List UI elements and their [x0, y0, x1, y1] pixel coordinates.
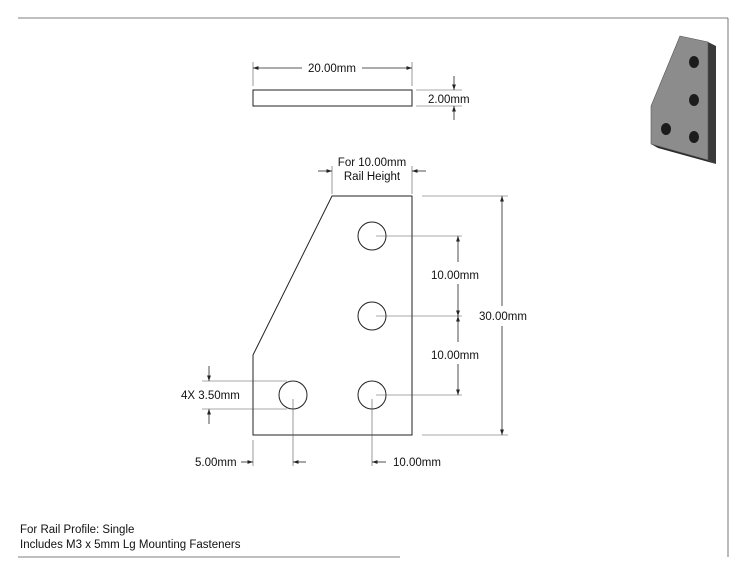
fasteners-note: Includes M3 x 5mm Lg Mounting Fasteners [20, 539, 241, 551]
hole-pitch-label: 10.00mm [393, 457, 441, 469]
iso-bottom-face [651, 144, 716, 164]
thickness-label: 2.00mm [428, 94, 470, 106]
iso-front-face [650, 35, 709, 161]
isometric-preview [650, 35, 716, 164]
iso-side-face [708, 42, 716, 164]
rail-height-label-line1: For 10.00mm [338, 157, 406, 169]
sheet-frame [18, 17, 729, 558]
iso-hole-2 [689, 94, 699, 106]
rail-height-label-line2: Rail Height [344, 171, 401, 183]
iso-hole-1 [689, 56, 699, 68]
plate-edge-view [252, 89, 413, 107]
width-label: 20.00mm [308, 63, 356, 75]
rail-height-callout: For 10.00mm Rail Height [318, 157, 426, 194]
overall-height-label: 30.00mm [479, 311, 527, 323]
iso-hole-4 [661, 123, 671, 135]
hole-diameter-label: 4X 3.50mm [181, 390, 240, 402]
plate-outline [252, 195, 413, 436]
rail-profile-note: For Rail Profile: Single [20, 524, 135, 536]
edge-offset-label: 5.00mm [195, 457, 237, 469]
spacing-label-upper: 10.00mm [431, 270, 479, 282]
top-view: 20.00mm 2.00mm [252, 62, 470, 120]
spacing-label-lower: 10.00mm [431, 350, 479, 362]
iso-hole-3 [689, 131, 699, 143]
front-view: 10.00mm 10.00mm 30.00mm 4X 3.50mm 5.00mm… [181, 195, 527, 469]
